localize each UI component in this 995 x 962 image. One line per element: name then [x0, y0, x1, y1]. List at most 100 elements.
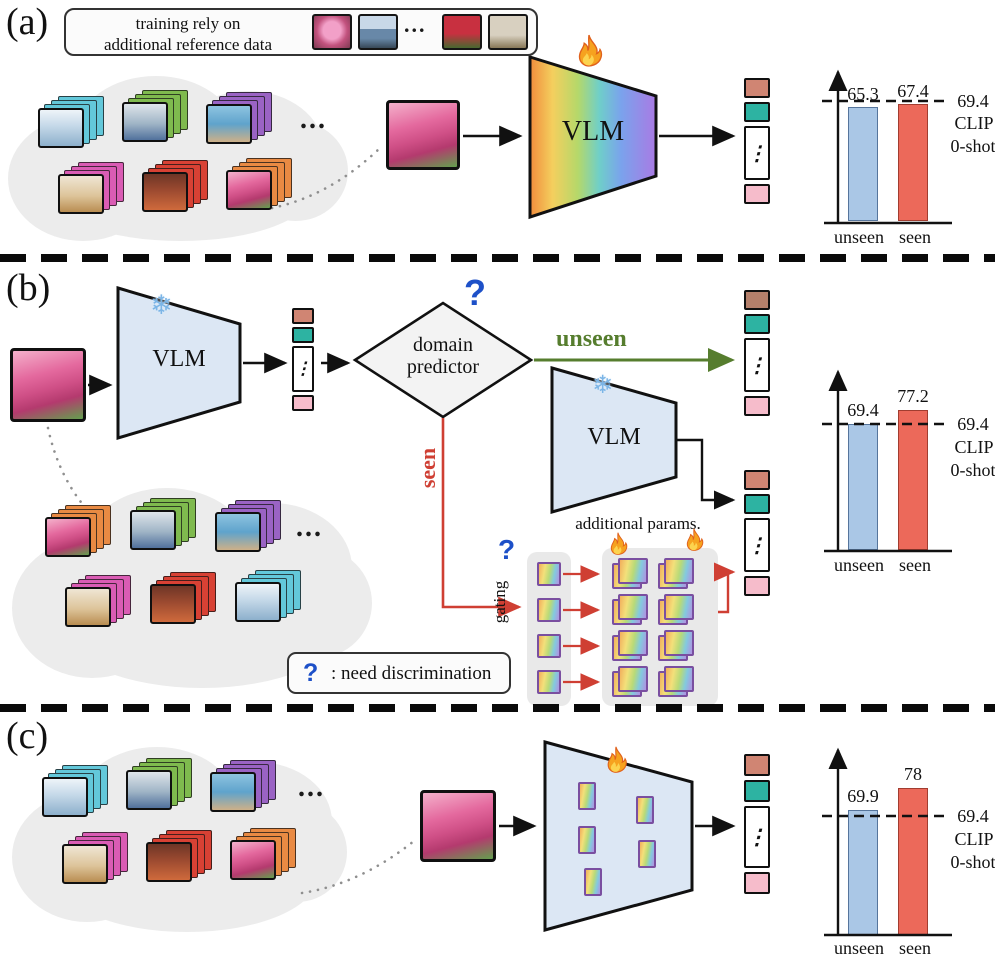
vector-cell — [744, 780, 770, 802]
vector-cell — [744, 314, 770, 334]
food-photo — [146, 842, 192, 882]
unseen-branch-label: unseen — [556, 326, 627, 352]
domain-predictor-text: domain predictor — [383, 334, 503, 378]
vector-cell-dots: ⋮ — [744, 806, 770, 868]
bar-unseen-a — [848, 107, 878, 221]
beach-photo — [206, 104, 252, 144]
need-discrimination-box: ? : need discrimination — [287, 652, 511, 694]
image-stack-beach — [215, 500, 281, 556]
dog-photo — [58, 174, 104, 214]
need-discrimination-text: : need discrimination — [331, 663, 492, 684]
tick-unseen-c: unseen — [834, 938, 884, 958]
reference-note-line1: training rely on — [135, 14, 241, 33]
snowflake-icon: ❄ — [592, 370, 613, 399]
question-icon-predictor: ? — [464, 272, 486, 313]
query-image-a — [386, 100, 460, 170]
dog-photo — [65, 587, 111, 627]
cloud-ellipsis-b: ... — [296, 512, 323, 543]
domain-predictor-line1: domain — [413, 334, 473, 356]
reference-ellipsis: ... — [404, 12, 427, 37]
cloud-ellipsis-a: ... — [300, 104, 327, 135]
additional-params-label: additional params. — [575, 514, 701, 533]
image-stack-food — [146, 830, 212, 886]
vector-cell — [744, 576, 770, 596]
bar-value-unseen-c: 69.9 — [847, 786, 879, 806]
reference-data-box: training rely on additional reference da… — [64, 8, 538, 56]
bar-seen-c — [898, 788, 928, 935]
question-icon-gating: ? — [498, 534, 516, 565]
reference-thumb-building — [488, 14, 528, 50]
gate-unit — [537, 598, 561, 622]
beach-photo — [210, 772, 256, 812]
bar-unseen-c — [848, 810, 878, 935]
fire-icon — [572, 34, 606, 68]
seen-branch-label: seen — [415, 447, 440, 489]
tick-unseen-a: unseen — [834, 227, 884, 247]
image-stack-dog — [58, 162, 124, 218]
image-stack-food — [142, 160, 208, 216]
query-image-b — [10, 348, 86, 422]
car-photo — [126, 770, 172, 810]
bar-value-seen-c: 78 — [904, 764, 922, 784]
arrow-vlm2-to-vector — [676, 438, 736, 510]
baseline-note2-c: 0-shot — [950, 852, 995, 872]
bar-value-unseen-a: 65.3 — [847, 84, 879, 104]
car-photo — [122, 102, 168, 142]
image-stack-airplane — [42, 765, 108, 821]
image-stack-airplane — [38, 96, 104, 152]
feature-vector-c: ⋮ — [744, 754, 770, 894]
airplane-photo — [42, 777, 88, 817]
tick-seen-a: seen — [899, 227, 931, 247]
cloud-ellipsis-c: ... — [298, 772, 325, 803]
baseline-note2-b: 0-shot — [950, 460, 995, 480]
vector-cell — [292, 395, 314, 411]
vector-cell — [744, 78, 770, 98]
adapter-module — [612, 666, 648, 697]
feature-vector-a: ⋮ — [744, 78, 770, 204]
fire-icon — [682, 528, 706, 552]
feature-vector-seen-out: ⋮ — [744, 470, 770, 596]
image-stack-dog — [65, 575, 131, 631]
adapter-module — [612, 558, 648, 589]
gate-unit — [537, 562, 561, 586]
adapter-module — [578, 782, 596, 810]
gate-unit — [537, 634, 561, 658]
image-stack-car — [126, 758, 192, 814]
baseline-value-c: 69.4 — [957, 806, 989, 826]
fire-icon — [606, 532, 630, 556]
vector-cell-dots: ⋮ — [744, 518, 770, 572]
adapter-module — [658, 594, 694, 625]
food-photo — [142, 172, 188, 212]
adapter-module — [636, 796, 654, 824]
vector-cell — [292, 327, 314, 343]
tick-unseen-b: unseen — [834, 555, 884, 575]
arrow-adapters-to-vector — [713, 562, 736, 614]
vector-cell — [292, 308, 314, 324]
beach-photo — [215, 512, 261, 552]
vlm-adapted-label-b: VLM — [587, 424, 641, 450]
bar-seen-a — [898, 104, 928, 221]
adapter-module — [612, 630, 648, 661]
gating-label: gating — [490, 580, 509, 624]
reference-thumb-flower — [312, 14, 352, 50]
baseline-note1-a: CLIP — [954, 113, 994, 133]
vector-cell — [744, 470, 770, 490]
adapter-module — [612, 594, 648, 625]
vlm-label-a: VLM — [561, 116, 625, 147]
dog-photo — [62, 844, 108, 884]
food-photo — [150, 584, 196, 624]
bar-value-unseen-b: 69.4 — [847, 400, 879, 420]
reference-note-line2: additional reference data — [103, 35, 272, 54]
tulips-photo — [230, 840, 276, 880]
panel-a-label: (a) — [6, 1, 49, 43]
adapter-module — [658, 666, 694, 697]
vector-cell — [744, 396, 770, 416]
panel-c-label: (c) — [6, 715, 49, 757]
bar-unseen-b — [848, 424, 878, 550]
baseline-note2-a: 0-shot — [950, 136, 995, 156]
image-stack-car — [122, 90, 188, 146]
baseline-note1-c: CLIP — [954, 829, 994, 849]
tick-seen-b: seen — [899, 555, 931, 575]
feature-vector-unseen-out: ⋮ — [744, 290, 770, 416]
